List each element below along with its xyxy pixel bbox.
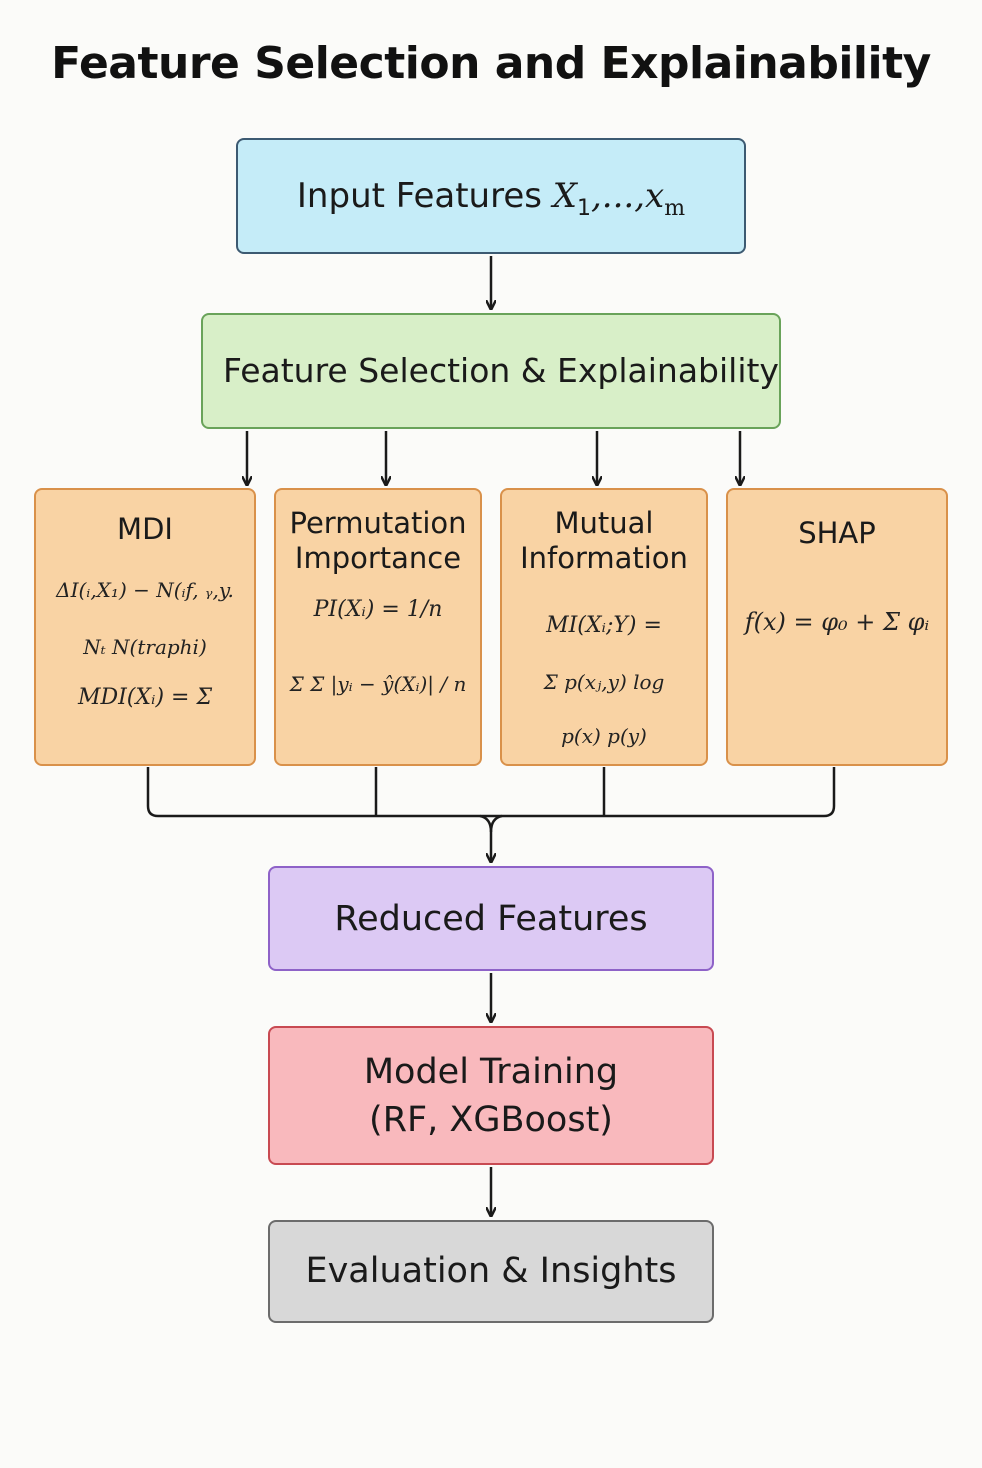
diagram-title: Feature Selection and Explainability [51,38,931,89]
permutation-importance-box: Permutation Importance PI(Xᵢ) = 1/n Σ Σ … [274,488,482,766]
reduced-features-label: Reduced Features [334,899,648,939]
permutation-formula-line-1: PI(Xᵢ) = 1/n [313,597,443,622]
arrow-merge-to-reduced [479,814,491,861]
input-features-label: Input Features X1,...,xm [238,176,744,221]
reduced-features-box: Reduced Features [268,866,714,971]
input-features-box: Input Features X1,...,xm [236,138,746,254]
input-features-text: Input Features [296,176,553,216]
mutual-info-formula-line-2: Σ p(xⱼ,y) log [543,670,665,694]
mutual-info-formula-line-1: MI(Xᵢ;Y) = [546,613,662,638]
mdi-formula-line-3: MDI(Xᵢ) = Σ [77,685,213,710]
feature-selection-box: Feature Selection & Explainability [201,313,781,429]
evaluation-box: Evaluation & Insights [268,1220,714,1323]
m-symbol: x [645,176,665,216]
evaluation-label: Evaluation & Insights [305,1251,677,1291]
mutual-information-title: Mutual Information [520,506,688,575]
x-subscript: 1 [576,196,591,221]
shap-formula: f(x) = φ₀ + Σ φᵢ [744,608,930,636]
mutual-information-box: Mutual Information MI(Xᵢ;Y) = Σ p(xⱼ,y) … [500,488,708,766]
mutual-info-formula-line-3: p(x) p(y) [561,724,647,748]
mdi-formula-line-2: Nₜ N(traphi) [83,635,207,659]
model-training-label: Model Training [363,1052,619,1092]
merge-line [146,767,836,818]
mdi-box: MDI ΔI(ᵢ,X₁) − N(ᵢf, ᵧ,y. Nₜ N(traphi) M… [34,488,256,766]
shap-box: SHAP f(x) = φ₀ + Σ φᵢ [726,488,948,766]
feature-selection-label: Feature Selection & Explainability [223,351,779,390]
model-training-sublabel: (RF, XGBoost) [369,1100,613,1140]
x-symbol: X [552,176,577,216]
shap-title: SHAP [798,516,876,550]
model-training-box: Model Training (RF, XGBoost) [268,1026,714,1165]
merge-curve-right [489,814,503,833]
ellipsis: ,..., [590,176,646,216]
permutation-formula-line-2: Σ Σ |yᵢ − ŷ(Xᵢ)| / n [289,672,467,696]
mdi-title: MDI [117,512,173,546]
mdi-formula-line-1: ΔI(ᵢ,X₁) − N(ᵢf, ᵧ,y. [56,578,234,602]
permutation-importance-title: Permutation Importance [289,506,467,575]
m-subscript: m [664,196,686,221]
